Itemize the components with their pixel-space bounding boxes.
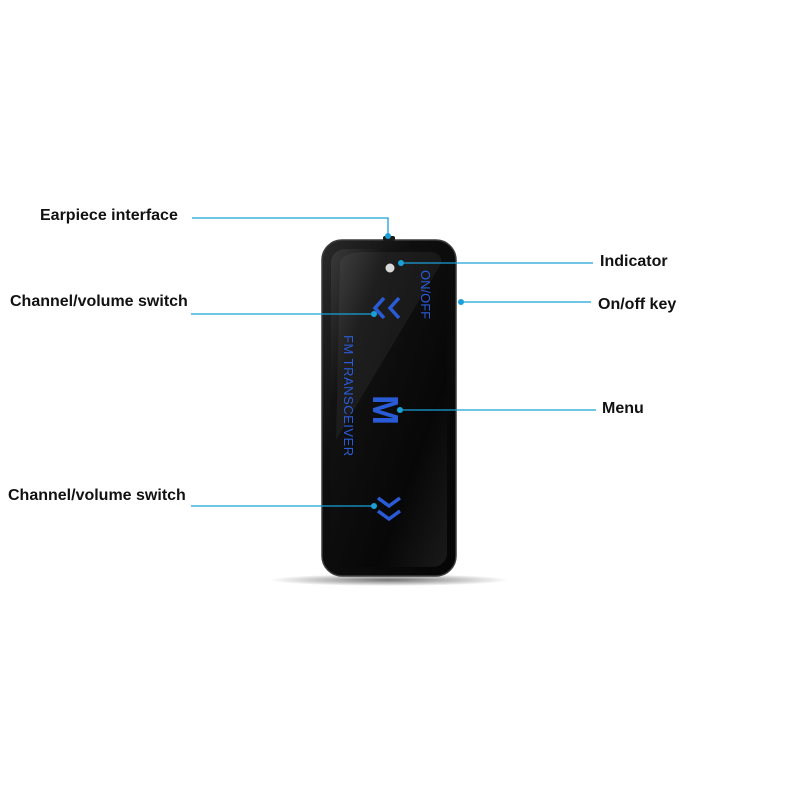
model-print: FM TRANSCEIVER <box>341 335 356 457</box>
label-channel-volume-bottom: Channel/volume switch <box>8 487 186 504</box>
channel-down-chevron-icon[interactable] <box>376 496 402 522</box>
onoff-print: ON/OFF <box>418 270 433 319</box>
leader-dot-earpiece <box>385 233 391 239</box>
device-face <box>331 249 447 567</box>
leader-dot-onoff <box>458 299 464 305</box>
leader-line-earpiece <box>192 217 389 236</box>
leader-dot-menu <box>397 407 403 413</box>
indicator-light <box>385 263 395 273</box>
label-indicator: Indicator <box>600 253 668 270</box>
device-highlight <box>336 252 442 440</box>
label-menu: Menu <box>602 400 644 417</box>
device-shadow <box>269 574 509 586</box>
leader-dot-channel-bottom <box>371 503 377 509</box>
label-channel-volume-top: Channel/volume switch <box>10 293 188 310</box>
label-onoff-key: On/off key <box>598 296 677 313</box>
label-earpiece-interface: Earpiece interface <box>40 207 178 224</box>
leader-dot-indicator <box>398 260 404 266</box>
leader-dot-channel-top <box>371 311 377 317</box>
channel-up-chevron-icon[interactable] <box>372 296 401 320</box>
